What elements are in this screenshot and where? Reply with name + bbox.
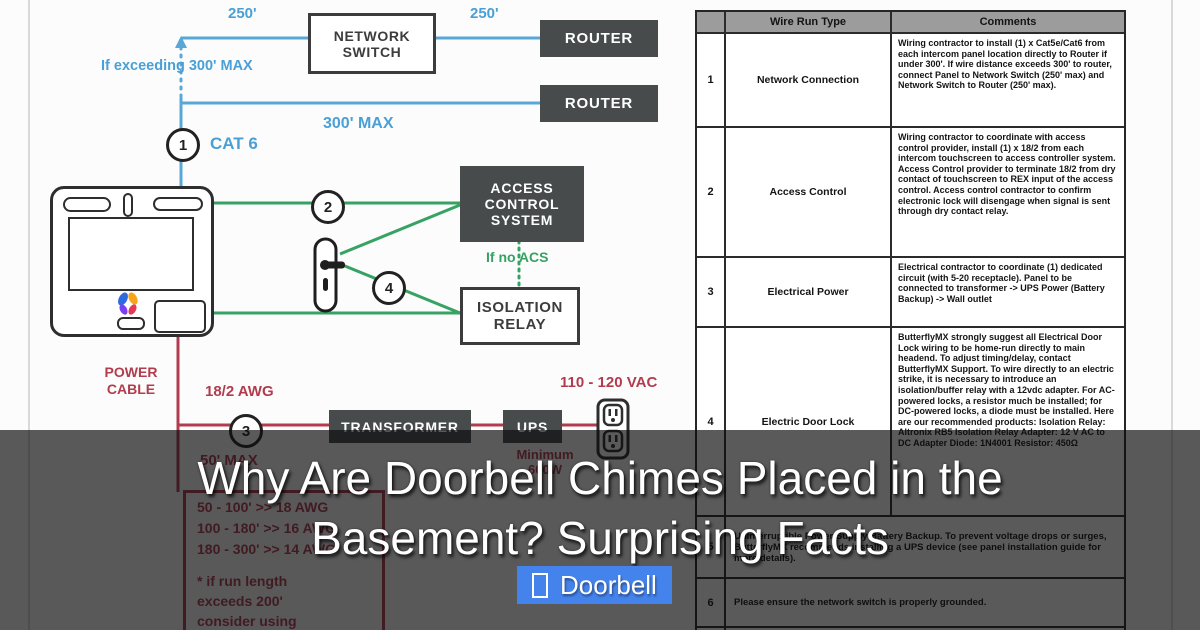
row-comment: Wiring contractor to install (1) x Cat5e… xyxy=(898,38,1112,91)
table-row: 2 Access Control Wiring contractor to co… xyxy=(697,128,1124,258)
page-edge-right xyxy=(1171,0,1173,630)
marker-4: 4 xyxy=(372,271,406,305)
card-reader xyxy=(154,300,206,333)
distance-label-left: 250' xyxy=(228,5,257,22)
cat6-label: CAT 6 xyxy=(210,134,258,153)
header-comments: Comments xyxy=(979,15,1037,28)
camera-icon xyxy=(123,193,133,217)
page-title-line1: Why Are Doorbell Chimes Placed in the xyxy=(197,452,1003,504)
distance-label-right: 250' xyxy=(470,5,499,22)
badge-label: Doorbell xyxy=(560,569,657,600)
marker-1: 1 xyxy=(166,128,200,162)
vac-label: 110 - 120 VAC xyxy=(560,374,658,391)
power-cable-label: POWER CABLE xyxy=(104,364,158,397)
row-type: Electric Door Lock xyxy=(726,328,892,515)
row-comment: Wiring contractor to coordinate with acc… xyxy=(898,132,1116,217)
row-type: Network Connection xyxy=(726,34,892,126)
table-row: 4 Electric Door Lock ButterflyMX strongl… xyxy=(697,328,1124,517)
row-type: Access Control xyxy=(726,128,892,256)
doorbell-category-badge[interactable]: Doorbell xyxy=(517,566,672,604)
row-num: 4 xyxy=(697,328,726,515)
table-row: 1 Network Connection Wiring contractor t… xyxy=(697,34,1124,128)
row-comment: Electrical contractor to coordinate (1) … xyxy=(898,262,1105,304)
isolation-relay-box: ISOLATION RELAY xyxy=(460,287,580,345)
butterflymx-logo xyxy=(118,292,138,315)
router-box-bottom: ROUTER xyxy=(540,85,658,122)
call-button xyxy=(117,317,145,330)
speaker-slot-icon xyxy=(153,197,203,211)
exceeding-label: If exceeding 300' MAX xyxy=(101,58,253,74)
row-type: Electrical Power xyxy=(726,258,892,326)
speaker-slot-icon xyxy=(63,197,111,212)
arrow-up-icon xyxy=(175,36,187,48)
header-num xyxy=(697,12,726,32)
table-row: 3 Electrical Power Electrical contractor… xyxy=(697,258,1124,328)
page-edge-left xyxy=(28,0,30,630)
network-switch-box: NETWORK SWITCH xyxy=(308,13,436,74)
awg-label: 18/2 AWG xyxy=(205,383,274,400)
table-header-row: Wire Run Type Comments xyxy=(697,12,1124,34)
row-num: 1 xyxy=(697,34,726,126)
row-num: 3 xyxy=(697,258,726,326)
page-title: Why Are Doorbell Chimes Placed in the Ba… xyxy=(0,448,1200,568)
router-box-top: ROUTER xyxy=(540,20,658,57)
row-num: 2 xyxy=(697,128,726,256)
door-handle-icon xyxy=(313,237,345,313)
marker-2: 2 xyxy=(311,190,345,224)
if-no-acs-label: If no ACS xyxy=(486,249,549,265)
max-300-label: 300' MAX xyxy=(323,115,394,132)
touchscreen xyxy=(68,217,194,291)
header-wire-run-type: Wire Run Type xyxy=(726,12,892,32)
bell-icon-placeholder xyxy=(532,572,548,598)
page-title-line2: Basement? Surprising Facts xyxy=(311,512,889,564)
intercom-panel xyxy=(50,186,214,337)
access-control-box: ACCESS CONTROL SYSTEM xyxy=(460,166,584,242)
